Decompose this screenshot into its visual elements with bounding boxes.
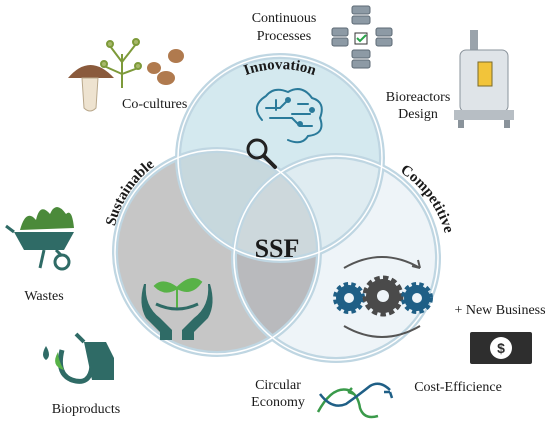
continuous-label-line1: Continuous [252, 11, 317, 26]
circular-label-line1: Circular [255, 378, 301, 393]
gears-icon [333, 256, 433, 338]
innovation-label: Innovation [242, 57, 319, 79]
magnifier-icon [246, 138, 277, 169]
seeds-icon [147, 49, 184, 85]
server-stack-icon [331, 5, 393, 69]
continuous-label-line2: Processes [257, 29, 311, 44]
cost-efficience-label: Cost-Efficience [414, 380, 502, 395]
wheelbarrow-icon [5, 207, 74, 271]
svg-text:$: $ [497, 340, 505, 356]
bioreactors-label-line2: Design [398, 107, 438, 122]
circular-arrows-icon [316, 382, 394, 419]
venn-diagram [112, 53, 441, 363]
plant-hands-icon [141, 278, 213, 340]
bioproducts-label: Bioproducts [52, 402, 120, 417]
circular-label-line2: Economy [251, 395, 305, 410]
wastes-label: Wastes [24, 289, 63, 304]
co-cultures-label: Co-cultures [122, 97, 187, 112]
new-business-label: + New Business [454, 303, 545, 318]
fungi-icon [100, 38, 142, 88]
fuel-nozzle-icon [43, 332, 114, 384]
center-label: SSF [255, 234, 300, 263]
brain-circuit-icon [255, 88, 323, 144]
bioreactors-label-line1: Bioreactors [386, 90, 451, 105]
bioreactor-icon [454, 30, 514, 128]
mushroom-icon [68, 65, 114, 112]
banknote-icon: $ [470, 332, 532, 364]
